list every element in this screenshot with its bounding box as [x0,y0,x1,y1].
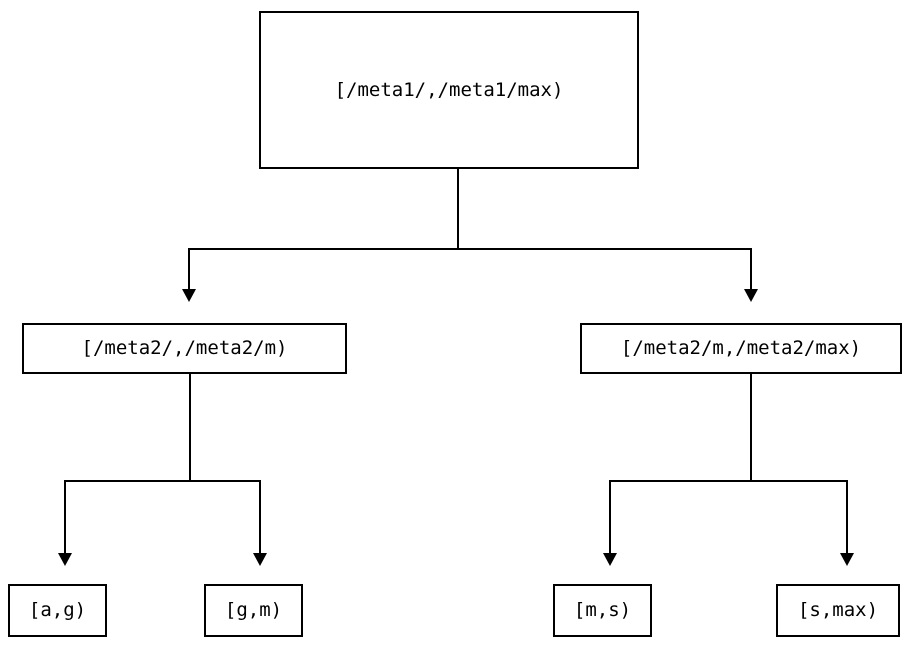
arrowhead-to-mid-left [182,289,196,302]
node-mid-left-label: [/meta2/,/meta2/m) [81,337,288,359]
edge-mid-left-to-leaf1-drop [64,480,66,554]
node-leaf-4-label: [s,max) [797,599,879,621]
arrowhead-to-leaf-4 [840,553,854,566]
arrowhead-to-mid-right [744,289,758,302]
edge-root-to-mid-left-drop [188,248,190,290]
edge-mid-right-to-leaf4-drop [846,480,848,554]
node-root: [/meta1/,/meta1/max) [259,11,639,169]
node-leaf-1: [a,g) [8,584,107,637]
edge-mid-left-stem [189,374,191,482]
edge-mid-left-to-leaf2-drop [259,480,261,554]
node-leaf-4: [s,max) [776,584,900,637]
arrowhead-to-leaf-1 [58,553,72,566]
edge-root-bar [188,248,752,250]
edge-mid-right-bar [609,480,848,482]
edge-mid-right-to-leaf3-drop [609,480,611,554]
arrowhead-to-leaf-2 [253,553,267,566]
node-mid-right: [/meta2/m,/meta2/max) [580,323,902,374]
node-leaf-2-label: [g,m) [224,599,283,621]
edge-root-to-mid-right-drop [750,248,752,290]
node-leaf-2: [g,m) [204,584,303,637]
arrowhead-to-leaf-3 [603,553,617,566]
node-mid-right-label: [/meta2/m,/meta2/max) [620,337,862,359]
edge-root-stem [457,169,459,250]
edge-mid-right-stem [750,374,752,482]
node-leaf-1-label: [a,g) [28,599,87,621]
node-mid-left: [/meta2/,/meta2/m) [22,323,347,374]
node-leaf-3-label: [m,s) [573,599,632,621]
node-leaf-3: [m,s) [553,584,652,637]
edge-mid-left-bar [64,480,261,482]
node-root-label: [/meta1/,/meta1/max) [334,78,564,101]
